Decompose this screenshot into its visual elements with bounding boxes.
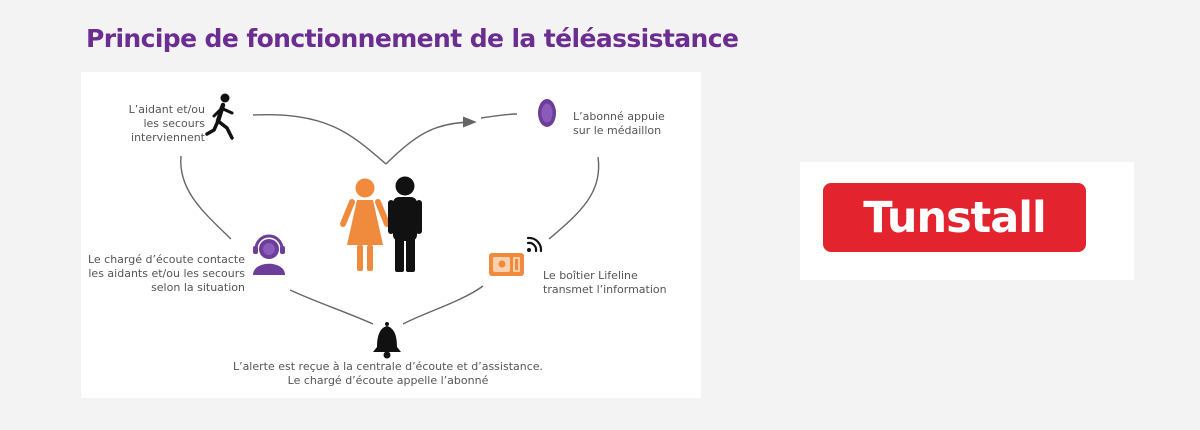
flow-line-alert-to-operator (289, 289, 374, 325)
bell-icon (373, 322, 401, 359)
flow-line-subscriber-to-lifeline (548, 156, 600, 240)
step-helpers-label: L’aidant et/ou les secours interviennent (128, 103, 205, 144)
lifeline-box-icon (489, 253, 524, 276)
flow-line-operator-to-helpers (180, 155, 232, 240)
headset-operator-icon (253, 234, 285, 275)
couple-icon (340, 176, 422, 272)
wifi-signal-icon (526, 236, 543, 253)
step-alert-label: L’alerte est reçue à la centrale d’écout… (232, 360, 544, 387)
step-subscriber-label: L’abonné appuie sur le médaillon (573, 110, 665, 137)
flow-line-lifeline-to-alert (402, 285, 484, 325)
flow-line-helpers-to-top (252, 114, 387, 165)
step-lifeline-label: Le boîtier Lifeline transmet l’informati… (543, 269, 667, 296)
woman-figure (340, 178, 390, 271)
flow-arrow-to-subscriber (385, 116, 477, 165)
running-person-icon (205, 93, 234, 140)
tunstall-logo: Tunstall (823, 183, 1086, 252)
diagram-canvas (180, 93, 600, 359)
step-operator-label: Le chargé d’écoute contacte les aidants … (87, 253, 245, 294)
brand-logo-panel: Tunstall (800, 162, 1134, 280)
page-title: Principe de fonctionnement de la téléass… (86, 24, 739, 53)
diagram-panel: L’aidant et/ou les secours interviennent… (81, 72, 701, 398)
flow-line-top-right (480, 113, 518, 119)
pendant-icon (538, 99, 556, 127)
man-figure (388, 176, 422, 272)
